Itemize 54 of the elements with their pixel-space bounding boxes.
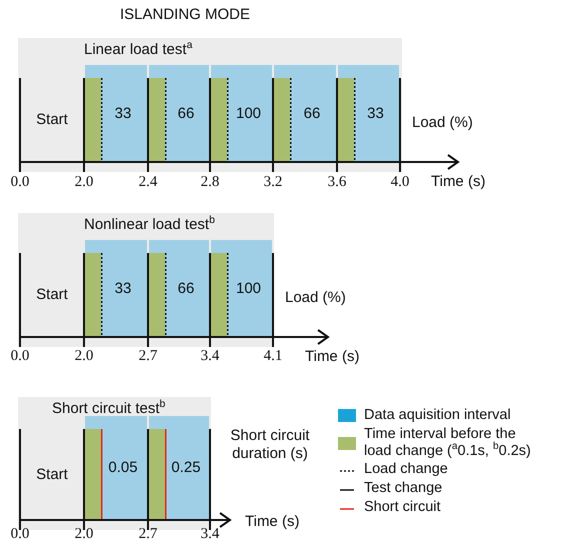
tick-label: 0.0 — [10, 174, 30, 191]
tick-label: 0.0 — [10, 526, 30, 543]
tick-label: 4.0 — [390, 174, 410, 191]
interval-bar — [149, 416, 209, 519]
tick-label: 2.0 — [74, 174, 94, 191]
interval-bar — [274, 65, 336, 161]
legend-text: Short circuit — [364, 499, 442, 516]
axis-label: Short circuit duration (s) — [229, 427, 311, 463]
panel-title: Short circuit test$^{b}$ — [52, 400, 166, 417]
tick-label: 2.0 — [74, 526, 94, 543]
tick-label: 2.7 — [138, 348, 158, 365]
panel-title: Nonlinear load test$^{b}$ — [84, 216, 215, 233]
value-label: 100 — [236, 104, 262, 122]
value-label: 33 — [114, 280, 132, 296]
interval-bar — [149, 240, 209, 336]
value-label: 66 — [304, 104, 320, 122]
start-label: Start — [36, 111, 68, 128]
start-label: Start — [36, 466, 68, 482]
tick-label: 3.2 — [264, 174, 282, 191]
start-label: Start — [36, 286, 68, 303]
tick-label: 0.0 — [10, 348, 30, 365]
legend-text: Time interval before the load change ($^{a}$0.1s, $^{b}$0.2s) — [364, 426, 532, 460]
tick-label: 3.4 — [200, 526, 220, 543]
legend-text: Load change — [364, 461, 449, 478]
interval-bar — [211, 65, 272, 161]
interval-bar — [338, 65, 399, 161]
value-label: 0.25 — [171, 459, 201, 476]
interval-bar — [85, 65, 147, 161]
interval-bar — [85, 240, 147, 336]
tick-label: 2.4 — [138, 174, 158, 191]
tick-label: 3.6 — [328, 174, 346, 191]
tick-label: 2.8 — [200, 174, 220, 191]
value-label: 66 — [178, 280, 194, 296]
value-label: 33 — [367, 104, 384, 122]
value-label: 0.05 — [108, 459, 138, 476]
tick-label: 2.7 — [138, 526, 158, 543]
diagram-title: ISLANDING MODE — [120, 6, 250, 23]
legend-text: Test change — [364, 480, 444, 497]
value-label: 33 — [114, 104, 132, 122]
axis-label: Time (s) — [431, 173, 486, 190]
value-label: 100 — [236, 280, 262, 296]
interval-bar — [85, 416, 147, 519]
value-label: 66 — [178, 104, 194, 122]
legend-text: Data aquisition interval — [364, 407, 512, 424]
interval-bar — [149, 65, 209, 161]
axis-label: Time (s) — [305, 348, 360, 365]
axis-label: Time (s) — [245, 513, 300, 530]
tick-label: 2.0 — [74, 348, 94, 365]
axis-label: Load (%) — [412, 114, 473, 131]
panel-title: Linear load test$^{a}$ — [84, 41, 192, 58]
tick-label: 4.1 — [264, 348, 282, 365]
interval-bar — [211, 240, 272, 336]
axis-label: Load (%) — [285, 289, 346, 306]
tick-label: 3.4 — [200, 348, 220, 365]
